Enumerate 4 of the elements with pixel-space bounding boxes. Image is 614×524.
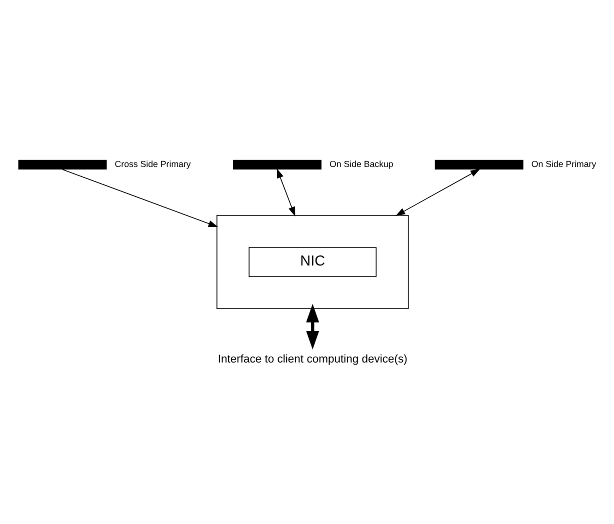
node-label: On Side Backup (330, 158, 394, 169)
node-text: Interface to client computing device(s) (218, 353, 408, 366)
node-label: Cross Side Primary (114, 158, 191, 169)
node-label: On Side Primary (531, 158, 596, 169)
